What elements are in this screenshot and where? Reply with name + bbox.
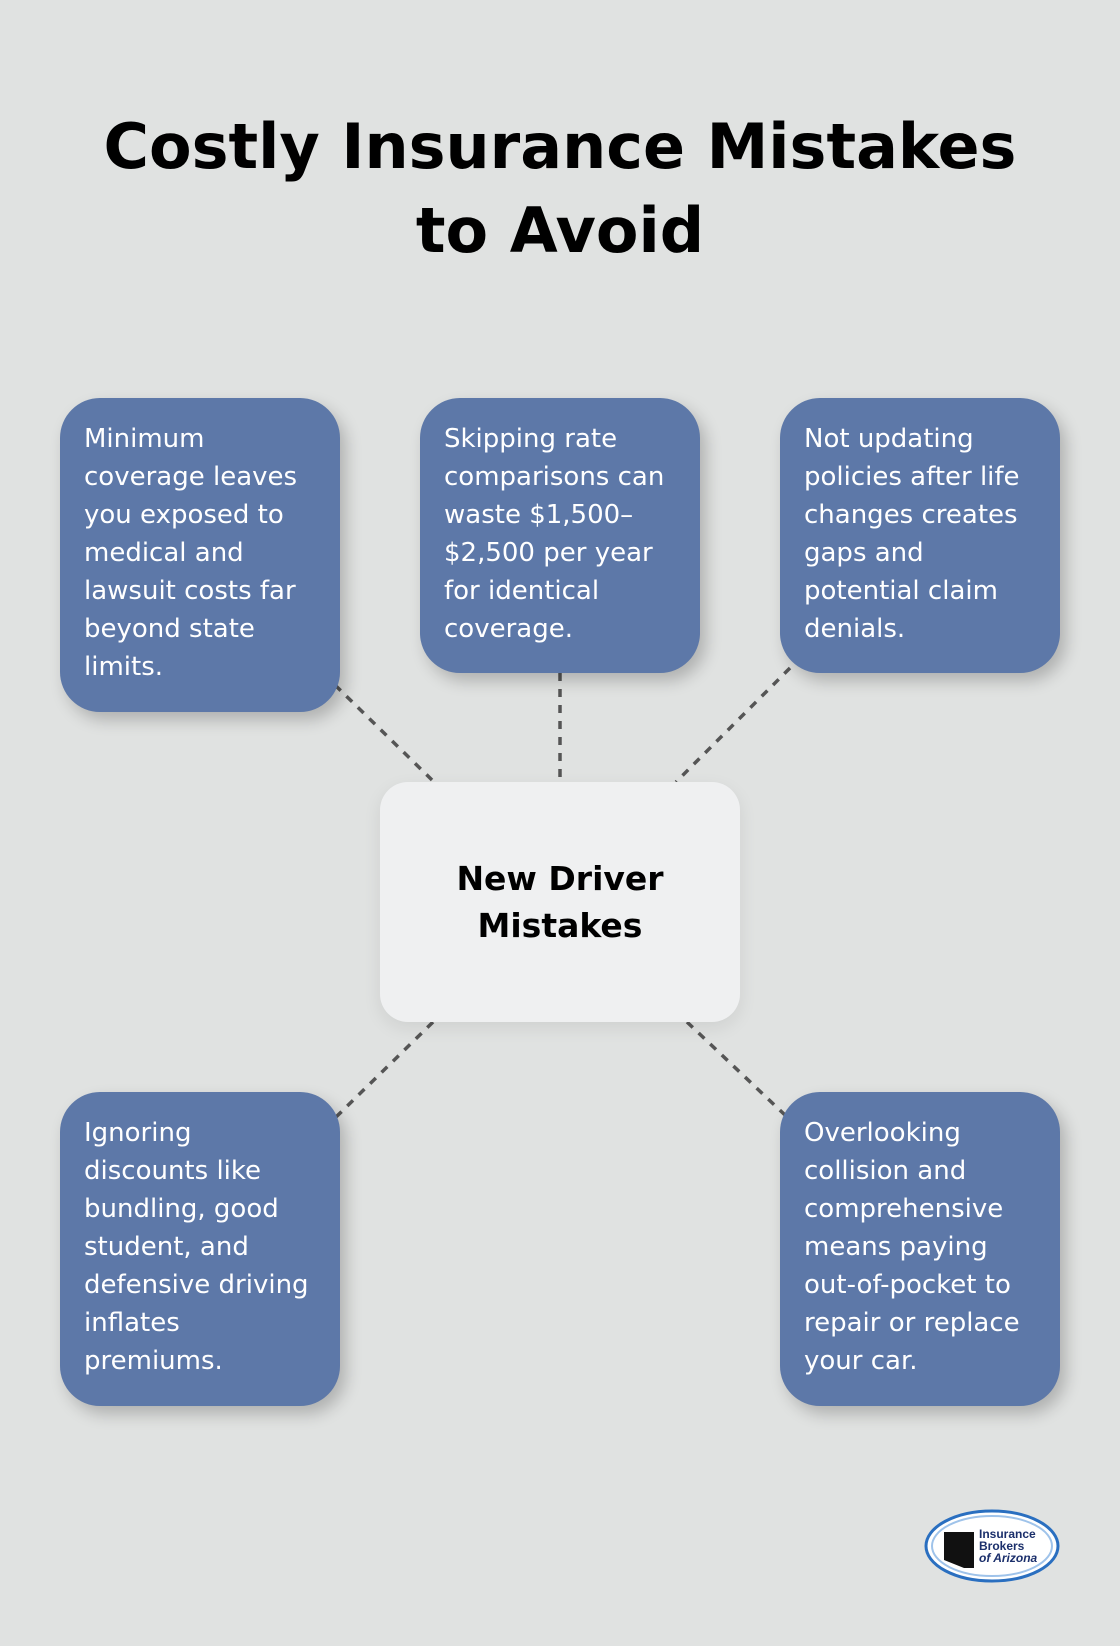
connector-updating-policies [674, 666, 792, 784]
logo-wordmark: Insurance Brokers of Arizona [979, 1528, 1037, 1564]
connector-ignoring-discounts [333, 1020, 435, 1120]
mistake-text: Minimum coverage leaves you exposed to m… [84, 424, 298, 682]
mistake-text: Ignoring discounts like bundling, good s… [84, 1118, 309, 1376]
mistake-text: Overlooking collision and comprehensive … [804, 1118, 1020, 1376]
connector-collision-comprehensive [685, 1020, 787, 1117]
mistake-card-minimum-coverage: Minimum coverage leaves you exposed to m… [60, 398, 340, 712]
center-node: New Driver Mistakes [380, 782, 740, 1022]
connector-minimum-coverage [333, 683, 434, 782]
page-title: Costly Insurance Mistakes to Avoid [103, 110, 1017, 267]
logo-line-1: Insurance [979, 1527, 1036, 1541]
mistake-text: Not updating policies after life changes… [804, 424, 1020, 644]
mistake-text: Skipping rate comparisons can waste $1,5… [444, 424, 665, 644]
center-label: New Driver Mistakes [456, 859, 664, 945]
logo-line-3: of Arizona [979, 1551, 1038, 1565]
mistake-card-rate-comparisons: Skipping rate comparisons can waste $1,5… [420, 398, 700, 673]
mistake-card-updating-policies: Not updating policies after life changes… [780, 398, 1060, 673]
logo-emblem-icon [924, 1509, 1060, 1583]
mistake-card-collision-comprehensive: Overlooking collision and comprehensive … [780, 1092, 1060, 1406]
mistake-card-ignoring-discounts: Ignoring discounts like bundling, good s… [60, 1092, 340, 1406]
arizona-state-icon [944, 1532, 974, 1568]
logo-line-2: Brokers [979, 1539, 1025, 1553]
company-logo: Insurance Brokers of Arizona [924, 1508, 1060, 1584]
